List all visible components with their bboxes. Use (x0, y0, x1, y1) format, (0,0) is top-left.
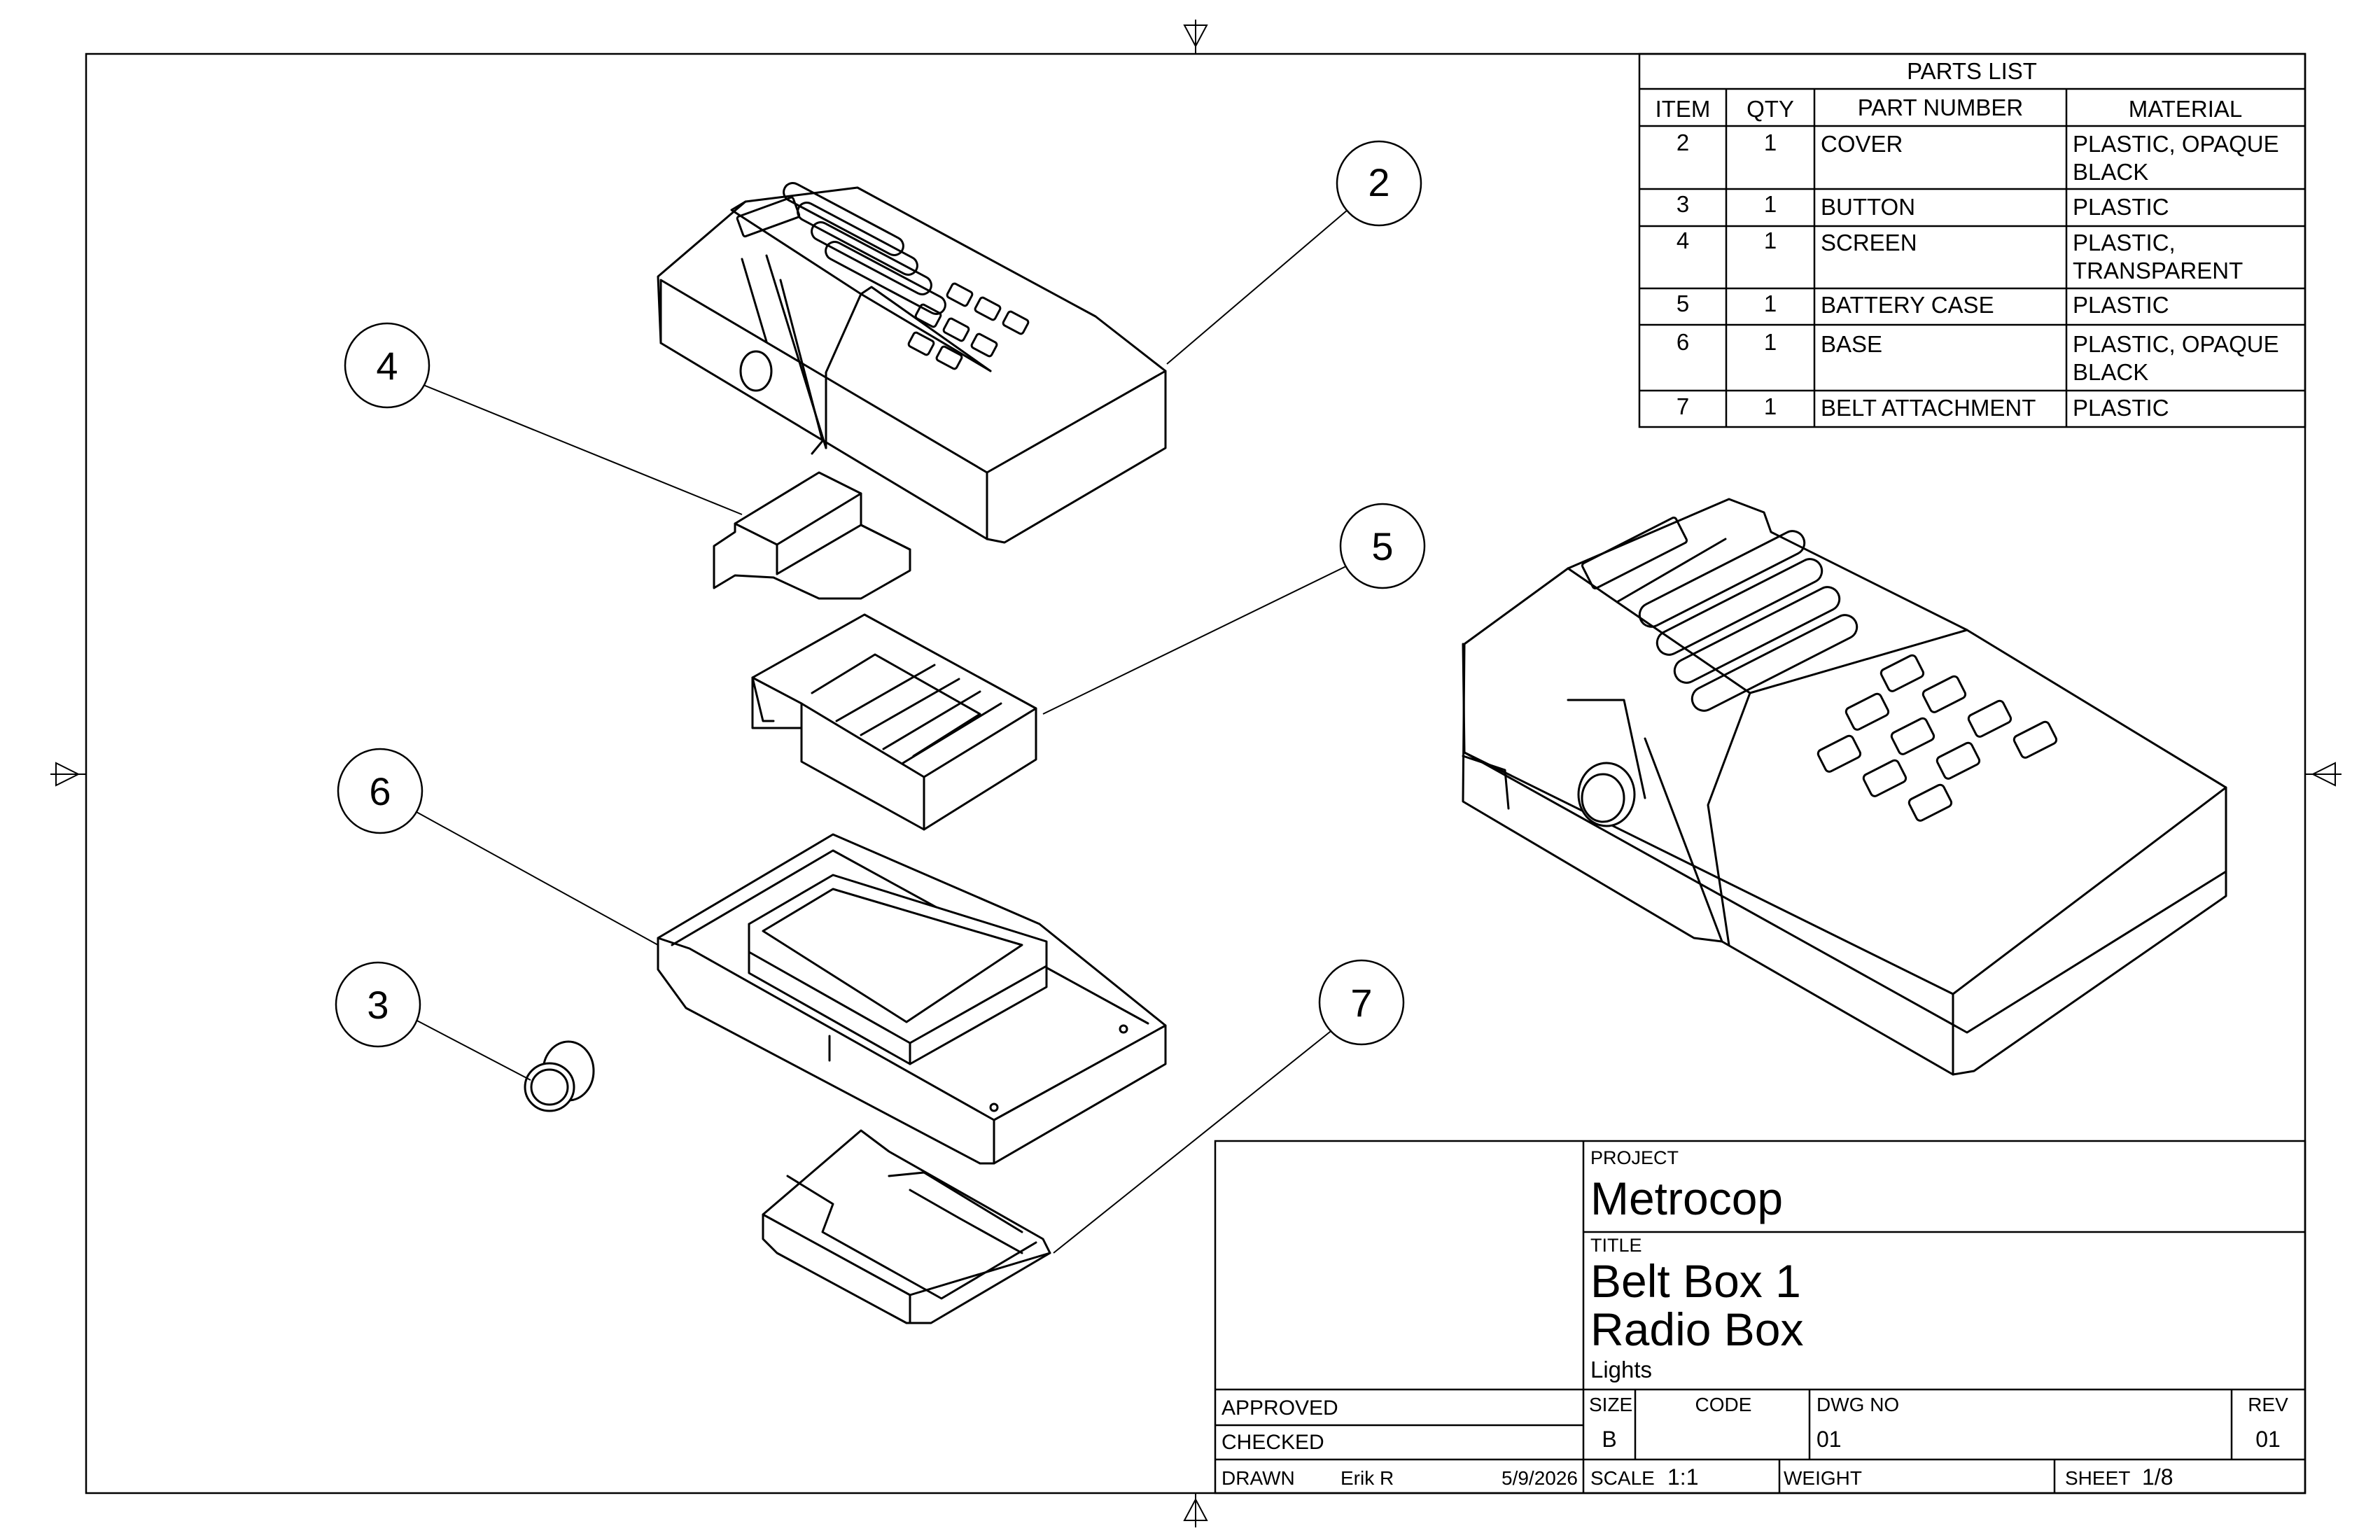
row-item: 4 (1676, 227, 1689, 253)
balloon-2: 2 (1166, 140, 1422, 365)
keypad (1816, 654, 2058, 822)
row-item: 6 (1676, 329, 1689, 355)
row-material: PLASTIC (2073, 292, 2169, 318)
row-part: BATTERY CASE (1821, 292, 1994, 318)
drawn-label: DRAWN (1222, 1467, 1295, 1489)
balloon-label: 6 (369, 769, 391, 813)
size-label: SIZE (1589, 1394, 1632, 1415)
header-part-number: PART NUMBER (1858, 94, 2024, 120)
scale-value: 1:1 (1667, 1464, 1698, 1490)
part-button-view (524, 1040, 595, 1112)
row-part: SCREEN (1821, 230, 1917, 255)
header-item: ITEM (1656, 96, 1711, 122)
row-material: PLASTIC, (2073, 230, 2176, 255)
approved-label: APPROVED (1222, 1396, 1338, 1420)
balloon-4: 4 (344, 322, 743, 515)
row-qty: 1 (1764, 227, 1777, 253)
part-base-view (657, 833, 1167, 1165)
header-material: MATERIAL (2129, 96, 2243, 122)
project-label: PROJECT (1590, 1147, 1679, 1168)
assembled-view (1462, 498, 2227, 1076)
weight-label: WEIGHT (1784, 1467, 1862, 1489)
row-material: PLASTIC (2073, 194, 2169, 220)
title-subtitle: Lights (1590, 1357, 1652, 1382)
row-part: BASE (1821, 331, 1882, 357)
speaker-slots (783, 182, 946, 315)
drawn-by: Erik R (1340, 1467, 1394, 1489)
row-qty: 1 (1764, 393, 1777, 419)
balloon-label: 4 (376, 344, 398, 388)
row-material: BLACK (2073, 159, 2148, 185)
dwg-no-label: DWG NO (1816, 1394, 1899, 1415)
title-label: TITLE (1590, 1235, 1642, 1256)
balloon-6: 6 (337, 748, 659, 946)
size-value: B (1602, 1427, 1616, 1452)
parts-list-title: PARTS LIST (1907, 58, 2037, 84)
rev-label: REV (2248, 1394, 2288, 1415)
balloon-3: 3 (335, 961, 531, 1081)
title-line-1: Belt Box 1 (1590, 1255, 1801, 1307)
balloon-label: 7 (1350, 981, 1372, 1025)
title-block: PROJECT Metrocop TITLE Belt Box 1 Radio … (1214, 1140, 2306, 1494)
centering-mark-left (50, 762, 86, 787)
balloon-label: 5 (1371, 524, 1393, 568)
part-screen-view (713, 471, 911, 600)
row-material: PLASTIC (2073, 395, 2169, 421)
row-qty: 1 (1764, 191, 1777, 217)
part-cover-view (657, 182, 1167, 544)
row-material: TRANSPARENT (2073, 258, 2243, 284)
row-part: COVER (1821, 131, 1903, 157)
row-material: BLACK (2073, 359, 2148, 385)
header-qty: QTY (1746, 96, 1794, 122)
row-item: 3 (1676, 191, 1689, 217)
code-label: CODE (1695, 1394, 1752, 1415)
row-qty: 1 (1764, 329, 1777, 355)
row-qty: 1 (1764, 130, 1777, 155)
row-item: 5 (1676, 290, 1689, 316)
part-battery-case-view (751, 613, 1037, 831)
centering-mark-right (2305, 762, 2342, 787)
part-belt-attachment-view (762, 1129, 1051, 1324)
balloon-7: 7 (1053, 959, 1405, 1254)
row-part: BELT ATTACHMENT (1821, 395, 2036, 421)
row-material: PLASTIC, OPAQUE (2073, 131, 2279, 157)
keypad (907, 282, 1030, 370)
drawn-date: 5/9/2026 (1502, 1467, 1578, 1489)
row-material: PLASTIC, OPAQUE (2073, 331, 2279, 357)
rev-value: 01 (2255, 1427, 2281, 1452)
balloon-5: 5 (1042, 503, 1426, 715)
project-name: Metrocop (1590, 1172, 1783, 1224)
speaker-slots (1638, 530, 1858, 712)
row-item: 2 (1676, 130, 1689, 155)
centering-mark-bottom (1183, 1493, 1208, 1527)
balloon-label: 2 (1368, 160, 1390, 204)
scale-label: SCALE (1590, 1467, 1655, 1489)
centering-mark-top (1183, 20, 1208, 54)
parts-list-table: PARTS LIST ITEM QTY PART NUMBER MATERIAL… (1638, 52, 2306, 428)
row-item: 7 (1676, 393, 1689, 419)
dwg-no-value: 01 (1816, 1427, 1842, 1452)
title-line-2: Radio Box (1590, 1303, 1804, 1355)
sheet-label: SHEET (2065, 1467, 2130, 1489)
row-part: BUTTON (1821, 194, 1915, 220)
row-qty: 1 (1764, 290, 1777, 316)
sheet-value: 1/8 (2142, 1464, 2173, 1490)
checked-label: CHECKED (1222, 1431, 1324, 1454)
balloon-label: 3 (367, 983, 388, 1027)
